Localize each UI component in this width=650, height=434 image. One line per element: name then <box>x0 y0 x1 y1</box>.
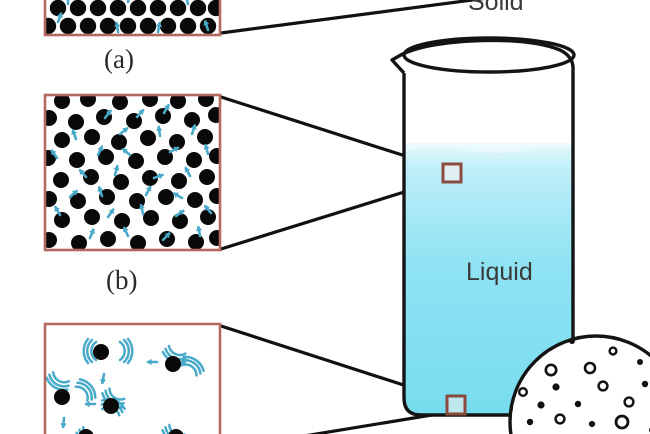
gas-container-outline <box>508 334 650 434</box>
gas-particle-2 <box>145 343 208 379</box>
beaker-spout-outline <box>390 38 575 75</box>
beaker-rim-ellipse <box>402 36 576 74</box>
gas-particle-5 <box>73 424 103 434</box>
panel-c-background <box>45 324 220 434</box>
gas-particle-4 <box>83 385 128 418</box>
beaker-liquid-fill <box>404 143 573 415</box>
connector-a <box>219 0 485 35</box>
panel-caption-b: (b) <box>106 265 138 295</box>
panel-b-liquid <box>43 93 222 252</box>
gas-container-illustration <box>508 334 650 434</box>
marker-liquid[interactable] <box>441 162 463 184</box>
panel-a-border <box>43 0 222 37</box>
panel-b-border <box>43 93 222 252</box>
zoom-markers <box>441 162 467 416</box>
panel-c-border <box>43 322 222 434</box>
gas-particle-1 <box>82 337 134 387</box>
state-label-solid: Solid <box>468 0 524 16</box>
panel-c-particles <box>46 337 208 434</box>
panel-c-gas <box>43 322 222 434</box>
gas-particle-6 <box>159 422 189 434</box>
beaker-liquid-surface <box>404 143 573 153</box>
state-label-liquid: Liquid <box>466 258 533 286</box>
panel-a-particles <box>45 0 220 35</box>
panel-caption-a: (a) <box>104 44 134 74</box>
marker-gas[interactable] <box>445 394 467 416</box>
gas-particle-3 <box>46 369 100 430</box>
panel-a-solid <box>43 0 222 37</box>
panel-b-particles <box>46 96 219 249</box>
